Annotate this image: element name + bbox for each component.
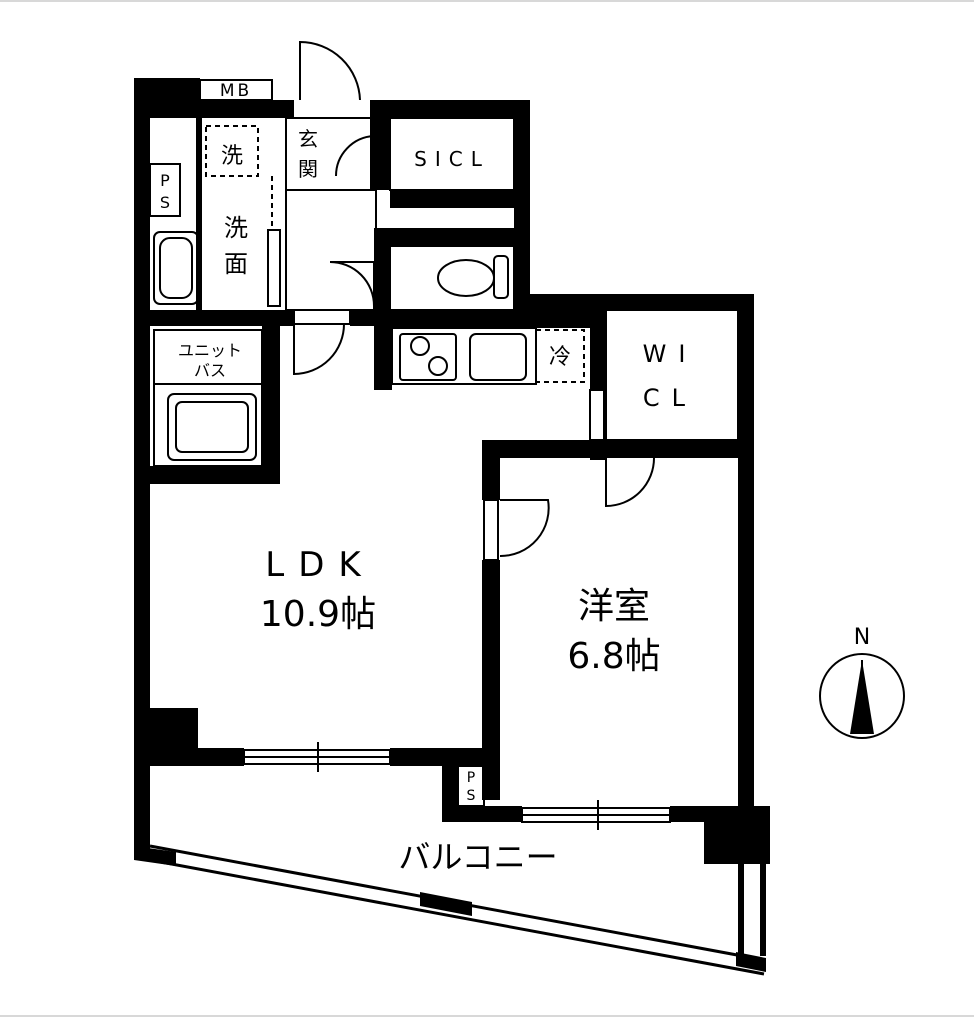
sicl-label: SICL [414,147,490,171]
ps-bottom-label-2: S [467,788,476,804]
ps-top-label-2: S [160,193,170,212]
unit-bath-label-1: ユニット [178,341,242,360]
fridge-label: 冷 [549,345,571,370]
ldk-size-label: 10.9帖 [260,594,376,635]
ldk-label: LDK [265,545,374,585]
ps-top-label-1: P [160,171,170,190]
washroom-label-2: 面 [224,250,248,278]
mb-label: MB [220,81,252,101]
balcony-label: バルコニー [398,838,557,876]
walls [134,78,770,956]
north-label: N [854,625,870,650]
fixtures [134,40,905,976]
bedroom-size-label: 6.8帖 [567,636,660,677]
wicl-label-2: CL [643,384,697,412]
bedroom-label: 洋室 [578,586,650,627]
entrance-label-2: 関 [298,157,318,181]
wicl-label-1: WI [643,340,698,368]
washroom-label-1: 洗 [224,214,248,242]
entrance-label-1: 玄 [298,127,318,151]
ps-bottom-label-1: P [467,770,475,786]
unit-bath-label-2: バス [194,361,226,380]
washing-machine-label: 洗 [221,144,243,169]
